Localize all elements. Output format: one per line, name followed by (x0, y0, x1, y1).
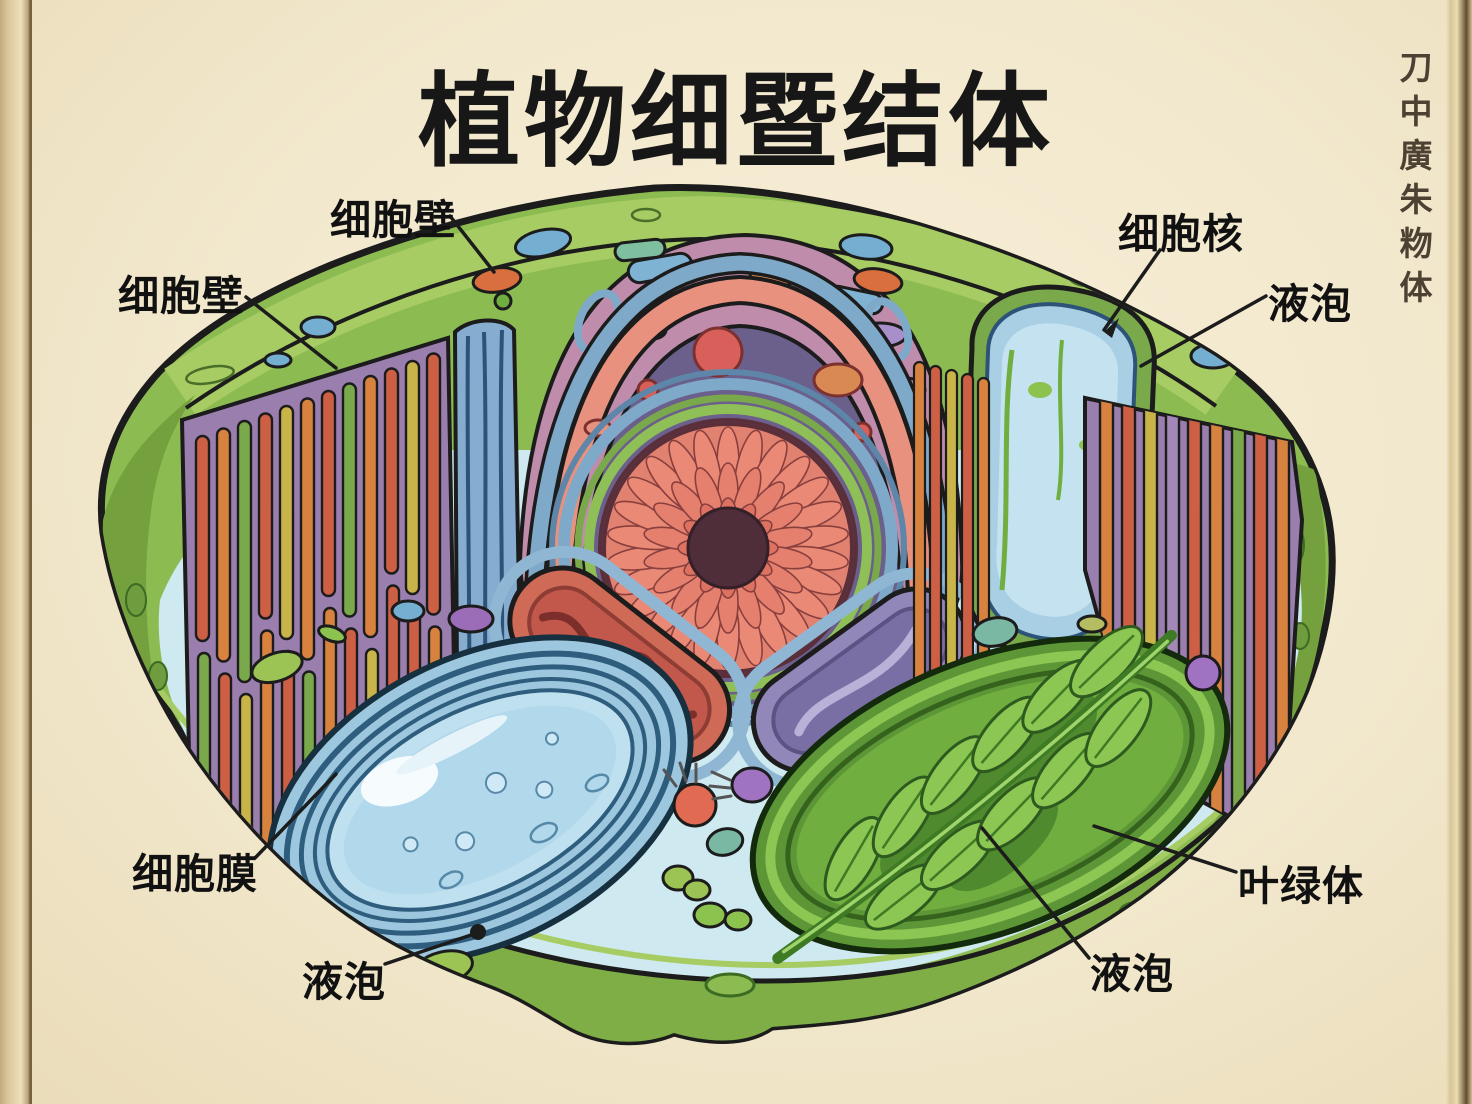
label-vacuole-lower-left: 液泡 (302, 959, 386, 1005)
vacuole-large (266, 634, 694, 966)
label-vacuole-lower-center: 液泡 (1090, 951, 1174, 997)
label-cell-membrane: 细胞膜 (132, 851, 258, 897)
wall-inclusions (263, 227, 1304, 401)
cell-wall-left-face (102, 395, 195, 750)
leader-vacuole-lower-center (980, 826, 1091, 960)
chloroplast (749, 625, 1231, 964)
leader-lines (244, 214, 1268, 966)
label-chloroplast: 叶绿体 (1238, 863, 1364, 909)
leaflets (823, 625, 1153, 931)
label-cell-wall-left: 细胞壁 (118, 273, 244, 319)
leader-cell-wall-left (244, 295, 338, 370)
leader-vacuole-lower-left (383, 932, 476, 966)
label-vacuole-upper-right: 液泡 (1268, 281, 1352, 327)
side-caption: 刀中廣朱粅体 (1394, 50, 1430, 314)
label-cell-wall-top: 细胞壁 (330, 197, 456, 243)
page-edge-left (0, 0, 32, 1104)
small-organelles (250, 599, 1222, 987)
leader-cell-membrane (253, 772, 338, 860)
leader-vacuole-upper-right (1139, 294, 1268, 368)
page-edge-right (1446, 0, 1472, 1104)
leader-nucleus (1102, 248, 1162, 332)
leader-chloroplast (1092, 824, 1238, 874)
label-nucleus: 细胞核 (1118, 211, 1244, 257)
leader-nucleus-arrowhead (1104, 318, 1119, 338)
page-title: 植物细暨结体 (418, 65, 1054, 179)
leader-dot (470, 924, 486, 940)
organelle-cilia (662, 761, 733, 801)
leader-cell-wall-top (448, 214, 496, 274)
